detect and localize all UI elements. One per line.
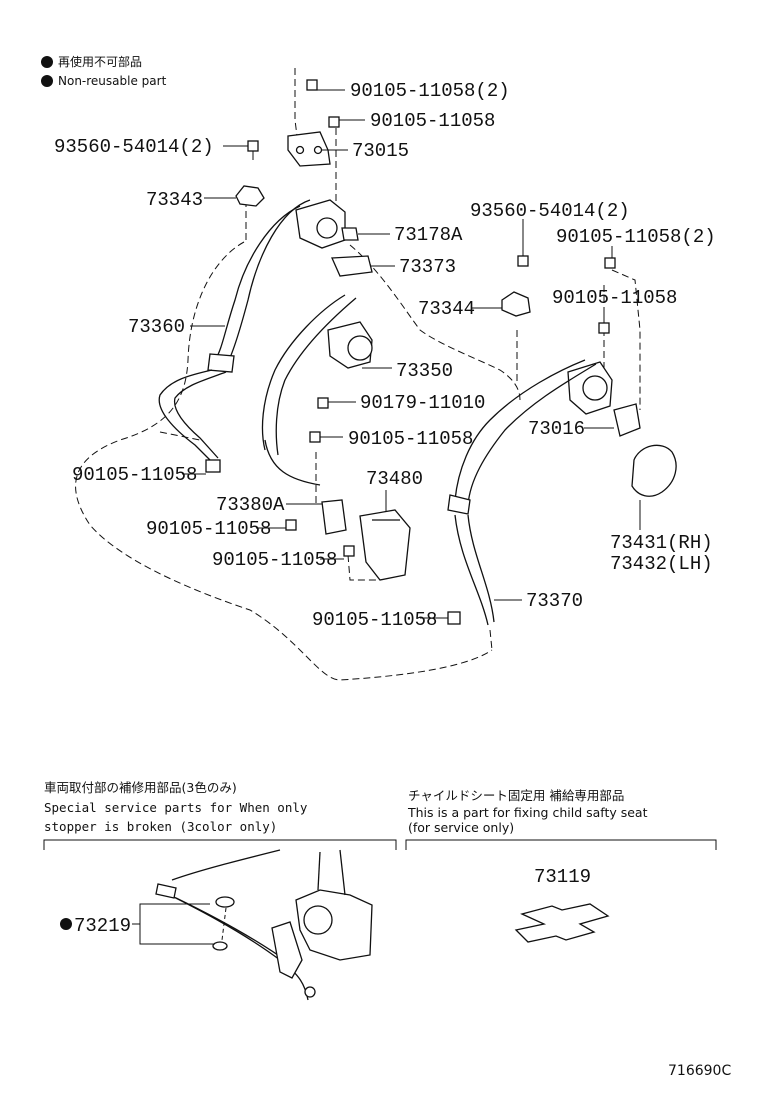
label-90105-11058-top: 90105-11058 [370, 110, 495, 132]
buckle-73380A [285, 499, 355, 557]
label-73373: 73373 [399, 256, 456, 278]
clip-73344 [501, 291, 531, 317]
bolt-icon [309, 431, 321, 443]
legend-jp: 再使用不可部品 [58, 54, 142, 69]
label-90105-11058-2-right: 90105-11058(2) [556, 226, 716, 248]
clip-73343 [235, 185, 265, 207]
non-reusable-legend-icon [41, 56, 53, 68]
retractor-73350 [261, 294, 373, 486]
legend-en: Non-reusable part [58, 74, 167, 88]
label-73343: 73343 [146, 189, 203, 211]
non-reusable-legend-icon-2 [41, 75, 53, 87]
label-90105-11058-right: 90105-11058 [552, 287, 677, 309]
stopper-assembly-illustration [155, 849, 373, 1001]
label-90105-11058-buckle2: 90105-11058 [212, 549, 337, 571]
diagram-code: 716690C [668, 1063, 731, 1079]
label-73016: 73016 [528, 418, 585, 440]
bracket-73219 [139, 903, 215, 945]
label-90179-11010: 90179-11010 [360, 392, 485, 414]
bolt-icon [517, 255, 529, 267]
leader-lines [182, 89, 641, 619]
label-73432-lh: 73432(LH) [610, 553, 713, 575]
label-73370: 73370 [526, 590, 583, 612]
label-73350: 73350 [396, 360, 453, 382]
bolt-icon [604, 257, 616, 269]
label-73178A: 73178A [394, 224, 463, 246]
label-73360: 73360 [128, 316, 185, 338]
label-90105-11058-2-top: 90105-11058(2) [350, 80, 510, 102]
label-90105-11058-mid: 90105-11058 [348, 428, 473, 450]
service-left-en-2: stopper is broken (3color only) [44, 819, 277, 834]
label-90105-11058-buckle1: 90105-11058 [146, 518, 271, 540]
label-93560-54014-2-left: 93560-54014(2) [54, 136, 214, 158]
bolt-icon [598, 322, 610, 334]
plate-73373 [331, 255, 373, 277]
non-reusable-mark-icon [60, 918, 72, 930]
label-plate-73178A [341, 227, 359, 241]
plate-73119 [514, 903, 610, 943]
service-left-en-1: Special service parts for When only [44, 800, 308, 815]
anchor-73015 [287, 131, 331, 167]
label-73480: 73480 [366, 468, 423, 490]
label-73344: 73344 [418, 298, 475, 320]
label-73119: 73119 [534, 866, 591, 888]
label-90105-11058-bottom: 90105-11058 [312, 609, 437, 631]
service-right-en-1: This is a part for fixing child safty se… [407, 805, 648, 820]
service-right-en-2: (for service only) [408, 820, 514, 835]
label-73380A: 73380A [216, 494, 285, 516]
service-left-jp: 車両取付部の補修用部品(3色のみ) [44, 780, 237, 795]
service-right-jp: チャイルドシート固定用 補給専用部品 [408, 788, 624, 803]
label-73431-rh: 73431(RH) [610, 532, 713, 554]
service-right-frame [405, 839, 717, 850]
cover-73431-73432 [631, 444, 677, 497]
retractor-73016 [447, 359, 641, 626]
service-left-frame [43, 839, 397, 850]
bolt-icon [247, 79, 340, 160]
retractor-73360 [158, 199, 346, 473]
label-93560-54014-2-right: 93560-54014(2) [470, 200, 630, 222]
label-73219: 73219 [74, 915, 131, 937]
buckle-73480 [359, 509, 411, 581]
label-90105-11058-left: 90105-11058 [72, 464, 197, 486]
label-73015: 73015 [352, 140, 409, 162]
